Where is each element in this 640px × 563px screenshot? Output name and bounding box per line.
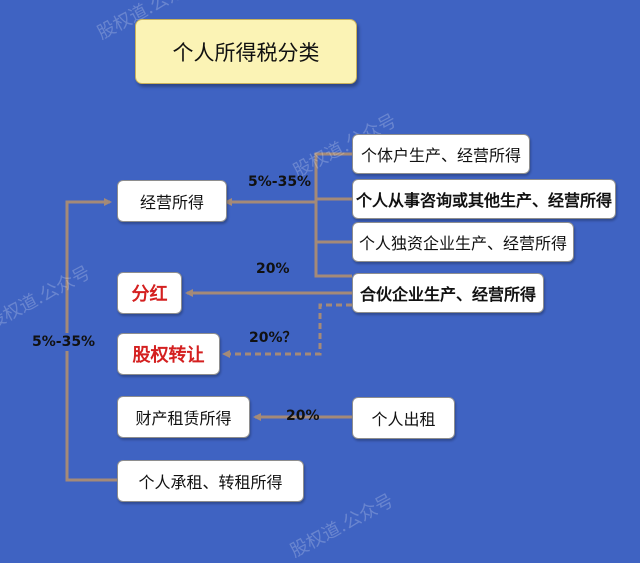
diagram-title: 个人所得税分类 [135, 19, 357, 84]
dividend-box: 分红 [117, 272, 182, 314]
left-vertical-rate-label: 5%-35% [32, 333, 96, 351]
contract-lease-box: 个人承租、转租所得 [117, 460, 304, 502]
equity-rate-label: 20%？ [249, 330, 297, 346]
equity-transfer-box: 股权转让 [117, 333, 220, 375]
partnership-box: 合伙企业生产、经营所得 [352, 273, 544, 313]
sole-proprietorship-box: 个人独资企业生产、经营所得 [352, 222, 574, 262]
property-lease-box: 财产租赁所得 [117, 396, 250, 438]
diagram-canvas: 股权道.公众号 股权道.公众号 股权道.公众号 股权道.公众号 个人所得税分类 … [0, 0, 616, 562]
personal-rental-box: 个人出租 [352, 397, 455, 439]
individual-business-box: 个体户生产、经营所得 [352, 134, 530, 174]
individual-consulting-box: 个人从事咨询或其他生产、经营所得 [352, 179, 616, 219]
business-income-box: 经营所得 [117, 180, 227, 222]
business-rate-label: 5%-35% [248, 174, 312, 190]
business-bracket [314, 152, 352, 278]
rental-rate-label: 20% [286, 408, 320, 424]
equity-dashed-arrow [222, 303, 352, 358]
dividend-rate-label: 20% [256, 261, 290, 277]
